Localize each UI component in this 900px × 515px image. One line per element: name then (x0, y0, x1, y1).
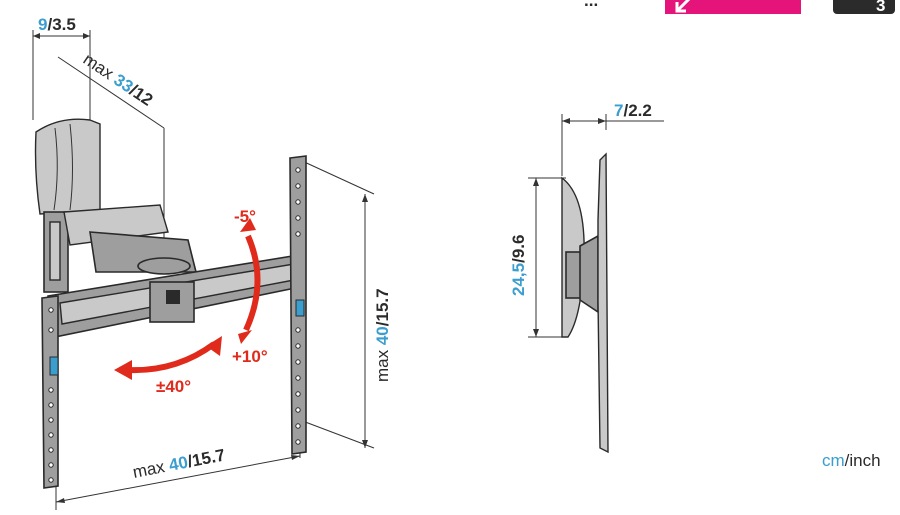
units-legend: cm/inch (822, 451, 881, 470)
tilt-up-label: -5° (234, 207, 256, 226)
pivot-joint (137, 257, 191, 275)
vesa-height-label: max 40/15.7 (373, 288, 392, 382)
wall-plate (34, 118, 101, 215)
top-badges: ... 3 (584, 0, 895, 15)
vesa-width-label: max 40/15.7 (131, 445, 226, 482)
swivel-label: ±40° (156, 377, 191, 396)
front-view-mount (34, 118, 307, 489)
swivel-arrow (114, 336, 222, 380)
dark-badge (833, 0, 895, 14)
min-depth-label: 7/2.2 (614, 101, 652, 120)
tilt-down-label: +10° (232, 347, 268, 366)
side-tv-plate (597, 152, 609, 454)
magenta-badge (665, 0, 801, 14)
dark-badge-text: 3 (876, 0, 885, 15)
tilt-arrow (238, 218, 261, 344)
arrow-down-left-icon (675, 0, 691, 13)
side-height-label: 24,5/9.6 (509, 235, 528, 296)
top-cropped-text: ... (584, 0, 598, 10)
depth-label: 9/3.5 (38, 15, 76, 34)
side-view-mount (528, 114, 664, 454)
